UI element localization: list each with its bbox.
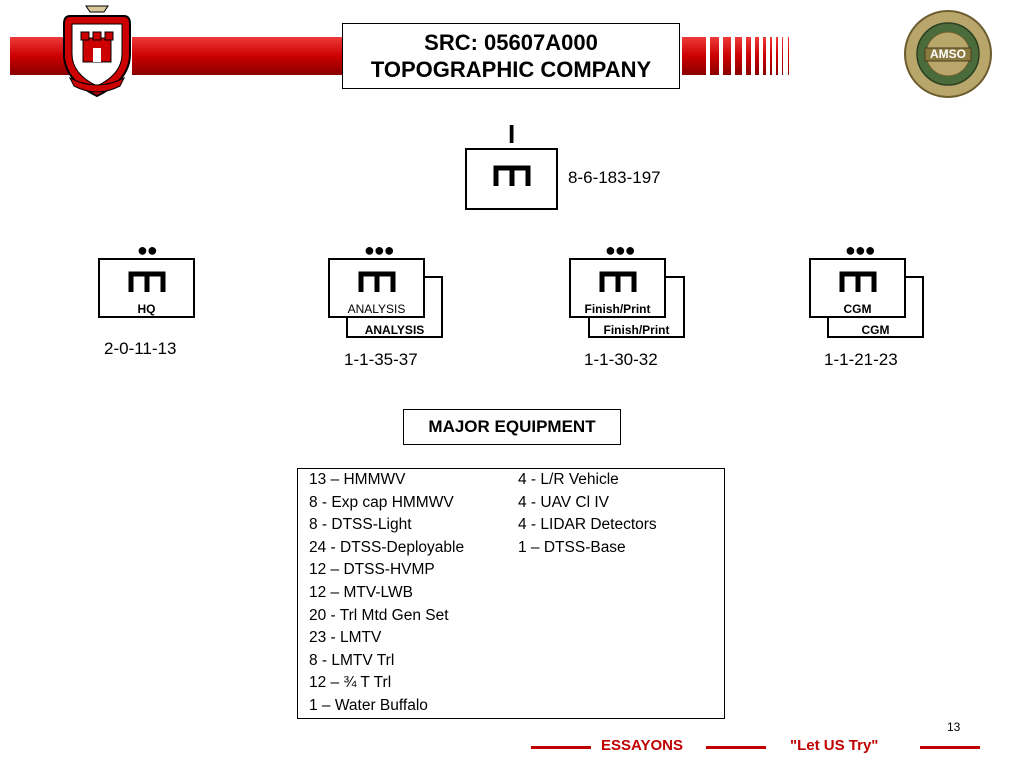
hq-unit-symbol: HQ — [98, 258, 195, 318]
equipment-item: 23 - LMTV — [309, 629, 382, 647]
equipment-column-1: 13 – HMMWV 8 - Exp cap HMMWV 8 - DTSS-Ligh… — [309, 469, 464, 718]
equipment-item: 1 – Water Buffalo — [309, 696, 428, 714]
hq-unit-label: HQ — [137, 302, 156, 316]
equipment-item: 24 - DTSS-Deployable — [309, 538, 465, 556]
footer-motto-let-us-try: "Let US Try" — [790, 737, 879, 754]
engineer-branch-icon — [839, 271, 876, 292]
hq-echelon-mark: ●● — [137, 240, 158, 260]
cgm-unit-symbol: CGM — [809, 258, 906, 318]
engineer-branch-icon — [128, 271, 165, 292]
equipment-item: 12 – ¾ T Trl — [309, 674, 392, 692]
finish-print-personnel: 1-1-30-32 — [584, 350, 658, 369]
finish-print-unit-label: Finish/Print — [584, 302, 651, 316]
finish-print-unit-symbol: Finish/Print — [569, 258, 666, 318]
analysis-unit-label: ANALYSIS — [347, 302, 406, 316]
equipment-item: 1 – DTSS-Base — [518, 538, 626, 556]
page-title: SRC: 05607A000 TOPOGRAPHIC COMPANY — [342, 23, 680, 89]
equipment-item: 8 - LMTV Trl — [309, 651, 395, 669]
equipment-item: 8 - DTSS-Light — [309, 516, 412, 534]
engineer-branch-icon — [599, 271, 636, 292]
footer-rule-1 — [531, 746, 591, 749]
company-personnel: 8-6-183-197 — [568, 168, 661, 187]
equipment-item: 20 - Trl Mtd Gen Set — [309, 606, 449, 624]
finish-print-echelon-mark: ●●● — [605, 240, 636, 260]
analysis-unit-label-back: ANALYSIS — [364, 323, 425, 337]
title-line-unit: TOPOGRAPHIC COMPANY — [370, 57, 652, 82]
company-echelon-mark: I — [508, 119, 515, 149]
company-unit-symbol — [465, 148, 558, 210]
cgm-echelon-mark: ●●● — [845, 240, 876, 260]
footer-motto-essayons: ESSAYONS — [601, 737, 683, 754]
analysis-unit-symbol: ANALYSIS — [328, 258, 425, 318]
equipment-item: 4 - LIDAR Detectors — [518, 516, 657, 534]
equipment-list-box: 13 – HMMWV 8 - Exp cap HMMWV 8 - DTSS-Ligh… — [297, 468, 725, 719]
equipment-item: 8 - Exp cap HMMWV — [309, 493, 454, 511]
hq-personnel: 2-0-11-13 — [104, 339, 177, 358]
equipment-item: 13 – HMMWV — [309, 471, 406, 488]
essayons-crest-logo — [56, 2, 138, 100]
equipment-column-2: 4 - L/R Vehicle 4 - UAV Cl IV 4 - LIDAR De… — [518, 469, 657, 559]
equipment-item: 4 - UAV Cl IV — [518, 493, 610, 511]
footer-rule-3 — [920, 746, 980, 749]
engineer-branch-icon — [493, 165, 530, 186]
analysis-personnel: 1-1-35-37 — [344, 350, 418, 369]
cgm-unit-label: CGM — [843, 302, 872, 316]
equipment-item: 4 - L/R Vehicle — [518, 471, 619, 488]
cgm-unit-label-back: CGM — [861, 323, 890, 337]
amso-seal-text: AMSO — [930, 47, 966, 61]
equipment-item: 12 – MTV-LWB — [309, 583, 413, 601]
analysis-echelon-mark: ●●● — [364, 240, 395, 260]
cgm-personnel: 1-1-21-23 — [824, 350, 898, 369]
finish-print-unit-label-back: Finish/Print — [603, 323, 670, 337]
amso-seal-logo: AMSO — [903, 8, 993, 100]
title-line-src: SRC: 05607A000 — [424, 30, 598, 55]
engineer-branch-icon — [358, 271, 395, 292]
page-number: 13 — [947, 720, 961, 734]
major-equipment-heading: MAJOR EQUIPMENT — [403, 409, 621, 445]
footer-rule-2 — [706, 746, 766, 749]
equipment-item: 12 – DTSS-HVMP — [309, 561, 435, 579]
